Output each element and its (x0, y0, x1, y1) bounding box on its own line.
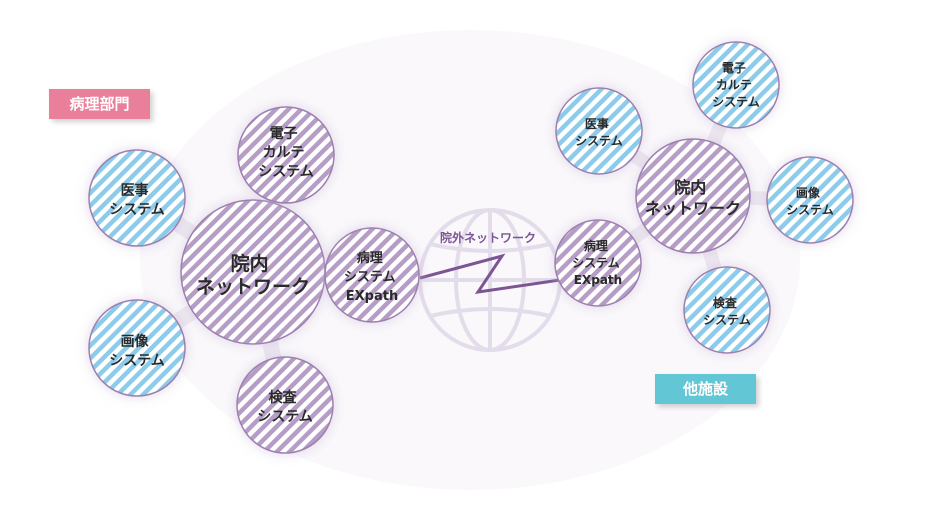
node-left-ehr[interactable] (237, 106, 335, 204)
left-imaging-label: 画像 システム (109, 333, 165, 369)
globe-icon (418, 208, 562, 352)
left-expath-label: 病理 システム EXpath (344, 250, 400, 304)
left-ehr-label: 電子 カルテ システム (258, 125, 314, 180)
node-right-medical[interactable] (555, 87, 643, 175)
node-right-hub[interactable] (635, 138, 751, 254)
right-imaging-label: 画像 システム (786, 185, 834, 217)
node-right-imaging[interactable] (766, 156, 854, 244)
left-lab-label: 検査 システム (257, 389, 313, 425)
left-medical-label: 医事 システム (109, 182, 165, 218)
external-network-link (419, 253, 561, 294)
other-facility-tag: 他施設 (655, 374, 756, 404)
node-right-expath[interactable] (554, 219, 642, 307)
right-ehr-label: 電子 カルテ システム (712, 61, 760, 109)
node-left-expath[interactable] (324, 227, 420, 323)
right-hub-label: 院内 ネットワーク (645, 178, 741, 218)
pathology-department-tag: 病理部門 (49, 89, 150, 119)
node-left-imaging[interactable] (88, 299, 186, 397)
node-left-medical[interactable] (88, 149, 186, 247)
external-network-label: 院外ネットワーク (439, 231, 536, 245)
right-expath-label: 病理 システム EXpath (572, 238, 624, 287)
right-lab-label: 検査 システム (703, 295, 751, 327)
node-left-lab[interactable] (236, 356, 334, 454)
node-right-lab[interactable] (683, 266, 771, 354)
node-right-ehr[interactable] (692, 41, 780, 129)
right-medical-label: 医事 システム (575, 116, 623, 148)
left-hub-label: 院内 ネットワーク (196, 252, 310, 298)
